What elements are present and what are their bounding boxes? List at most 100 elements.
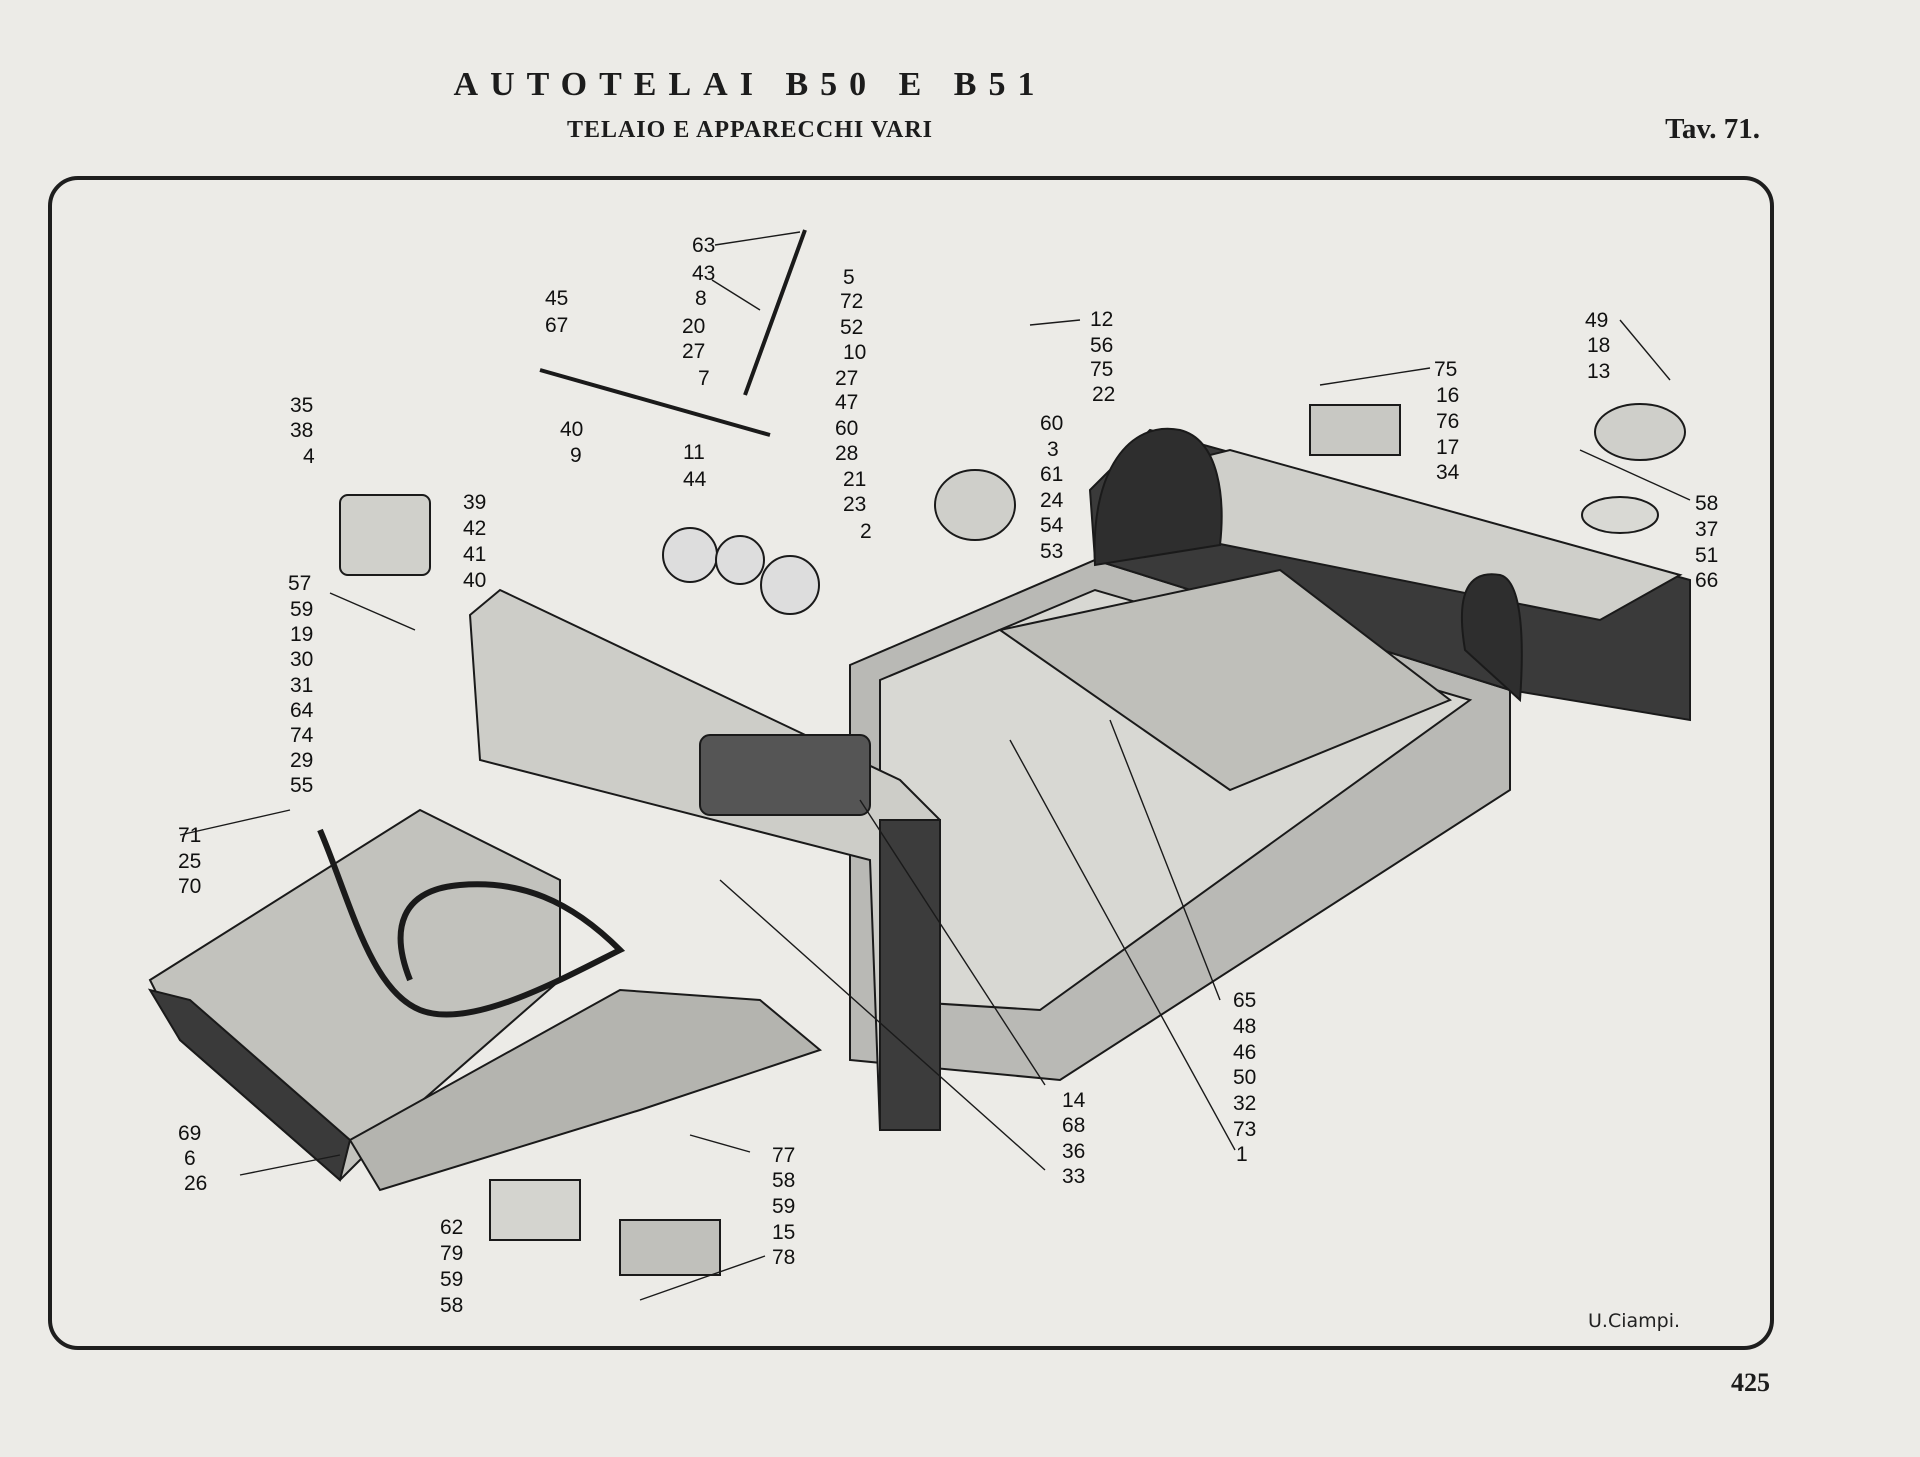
plate-number: Tav. 71. (1665, 113, 1760, 145)
callout-number: 49 (1585, 309, 1608, 332)
page-number: 425 (1731, 1368, 1770, 1397)
callout-number: 40 (463, 569, 486, 592)
callout-number: 19 (290, 623, 313, 646)
wiper-arm (743, 229, 807, 396)
callout-number: 51 (1695, 544, 1718, 567)
artist-signature: U.Ciampi. (1588, 1310, 1681, 1332)
callout-number: 27 (682, 340, 705, 363)
callout-number: 22 (1092, 383, 1115, 406)
callout-number: 47 (835, 391, 858, 414)
callout-number: 58 (772, 1169, 795, 1192)
leader-line (1109, 719, 1221, 1001)
leader-line (239, 1154, 341, 1176)
wiper-linkage (539, 368, 771, 437)
gauge-2 (715, 535, 765, 585)
callout-number: 54 (1040, 514, 1064, 537)
callout-number: 4 (303, 445, 315, 468)
callout-number: 67 (545, 314, 568, 337)
chassis-drawing (147, 229, 1691, 1276)
fuse-box (339, 494, 431, 576)
callout-number: 38 (290, 419, 313, 442)
callout-number: 17 (1436, 436, 1459, 459)
callout-number: 65 (1233, 989, 1256, 1012)
front-rail-dark (147, 988, 352, 1182)
callout-number: 44 (683, 468, 707, 491)
leader-line (1579, 449, 1691, 501)
gauge-1 (662, 527, 718, 583)
rear-wheel-arch-right (1460, 573, 1523, 703)
callout-number: 52 (840, 316, 863, 339)
callout-number: 59 (290, 598, 313, 621)
callout-number: 60 (1040, 412, 1063, 435)
callout-number: 33 (1062, 1165, 1085, 1188)
callout-number: 28 (835, 442, 858, 465)
drawing-frame (48, 176, 1774, 1350)
callout-number: 24 (1040, 489, 1064, 512)
bulkhead-side (879, 819, 941, 1131)
callout-number: 77 (772, 1144, 795, 1167)
callout-number: 76 (1436, 410, 1459, 433)
leader-line (711, 279, 761, 311)
callout-number: 61 (1040, 463, 1063, 486)
callout-number: 63 (692, 234, 715, 257)
callout-number: 59 (772, 1195, 795, 1218)
callout-number: 74 (290, 724, 314, 747)
callout-number: 6 (184, 1147, 196, 1170)
callout-number: 35 (290, 394, 313, 417)
callout-number: 43 (692, 262, 715, 285)
callout-number: 11 (683, 441, 705, 464)
callout-number: 75 (1434, 358, 1457, 381)
callout-number: 14 (1062, 1089, 1086, 1112)
callout-number: 23 (843, 493, 866, 516)
callout-number: 9 (570, 444, 582, 467)
access-plate (1309, 404, 1401, 456)
callout-number: 48 (1233, 1015, 1256, 1038)
callout-number: 32 (1233, 1092, 1256, 1115)
callout-number: 72 (840, 290, 863, 313)
leader-line (1029, 319, 1081, 326)
callout-number: 78 (772, 1246, 795, 1269)
callout-number: 30 (290, 648, 313, 671)
callout-number: 58 (440, 1294, 463, 1317)
callout-number: 50 (1233, 1066, 1256, 1089)
tunnel-frame (997, 568, 1452, 792)
plate-title: AUTOTELAI B50 E B51 (453, 66, 1047, 103)
callout-number: 21 (843, 468, 866, 491)
leader-line (639, 1255, 766, 1301)
engine-mount-bracket (489, 1179, 581, 1241)
callout-number: 29 (290, 749, 313, 772)
engine-mount-pad (619, 1219, 721, 1276)
wiring-harness (317, 828, 626, 1018)
callout-number: 31 (290, 674, 313, 697)
callout-number: 37 (1695, 518, 1718, 541)
callout-number: 58 (1695, 492, 1718, 515)
callout-number: 69 (178, 1122, 201, 1145)
callout-number: 46 (1233, 1041, 1256, 1064)
leader-line (719, 879, 1046, 1171)
callout-number: 73 (1233, 1118, 1256, 1141)
plate-subtitle: TELAIO E APPARECCHI VARI (566, 117, 934, 143)
leader-line (1619, 319, 1671, 381)
callout-number: 75 (1090, 358, 1113, 381)
rear-wheel-arch-left (1093, 427, 1223, 567)
callout-number: 62 (440, 1216, 463, 1239)
callout-number: 2 (860, 520, 872, 543)
leader-line (179, 809, 291, 836)
leader-line (714, 231, 801, 246)
callout-number: 15 (772, 1221, 795, 1244)
leader-lines (179, 231, 1691, 1301)
callout-number: 18 (1587, 334, 1610, 357)
callout-number: 55 (290, 774, 313, 797)
callout-number: 57 (288, 572, 311, 595)
callout-number: 59 (440, 1268, 463, 1291)
callout-number: 41 (463, 543, 486, 566)
callout-number: 53 (1040, 540, 1063, 563)
callout-number: 42 (463, 517, 486, 540)
callout-number: 7 (698, 367, 710, 390)
leader-line (1319, 367, 1431, 386)
callout-number: 1 (1236, 1143, 1248, 1166)
callout-number: 36 (1062, 1140, 1085, 1163)
leader-line (689, 1134, 751, 1153)
fuel-ring (1581, 496, 1659, 534)
